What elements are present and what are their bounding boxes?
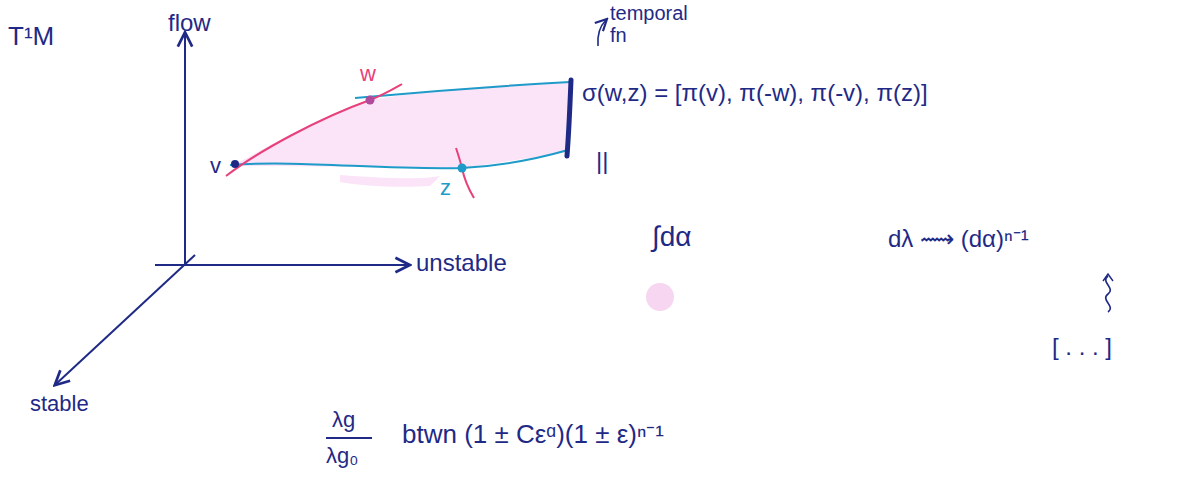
point-label: z	[440, 176, 451, 200]
stable-axis	[56, 255, 195, 384]
annotation: temporal fn	[610, 2, 710, 46]
formula: [ . . . ]	[1052, 334, 1112, 360]
point-label: w	[360, 62, 376, 86]
formula: ∫dα	[652, 222, 691, 253]
leaf-curve	[456, 148, 474, 198]
surface-patch	[232, 82, 570, 168]
orbit-curve	[355, 82, 570, 98]
squiggle-symbol	[1103, 274, 1113, 281]
formula: σ(w,z) = [π(v), π(-w), π(-v), π(z)]	[582, 80, 928, 106]
point-dot	[366, 96, 375, 105]
space-name: T¹M	[8, 22, 54, 51]
temporal-segment	[567, 80, 571, 156]
formula: λg₀	[326, 444, 358, 468]
surface-patch-shadow	[340, 175, 440, 187]
point-label: v	[210, 154, 221, 178]
point-dot	[231, 160, 239, 168]
unstable-axis	[155, 264, 408, 266]
axis-label: stable	[30, 392, 89, 416]
formula: btwn (1 ± Cεᵅ)(1 ± ε)ⁿ⁻¹	[402, 420, 664, 449]
point-dot	[458, 164, 467, 173]
axis-label: flow	[168, 10, 211, 36]
squiggle-symbol	[1106, 276, 1111, 312]
flow-axis	[184, 34, 186, 265]
orbit-curve	[230, 150, 568, 168]
formula: λg	[332, 408, 355, 432]
formula: dλ ⟿ (dα)ⁿ⁻¹	[888, 226, 1029, 252]
fraction-bar	[326, 437, 372, 439]
equals-sign: ||	[596, 148, 608, 174]
leaf-curve	[226, 84, 402, 176]
highlight-blob	[646, 283, 674, 311]
axis-label: unstable	[416, 250, 507, 276]
leader-arrow	[598, 20, 606, 46]
